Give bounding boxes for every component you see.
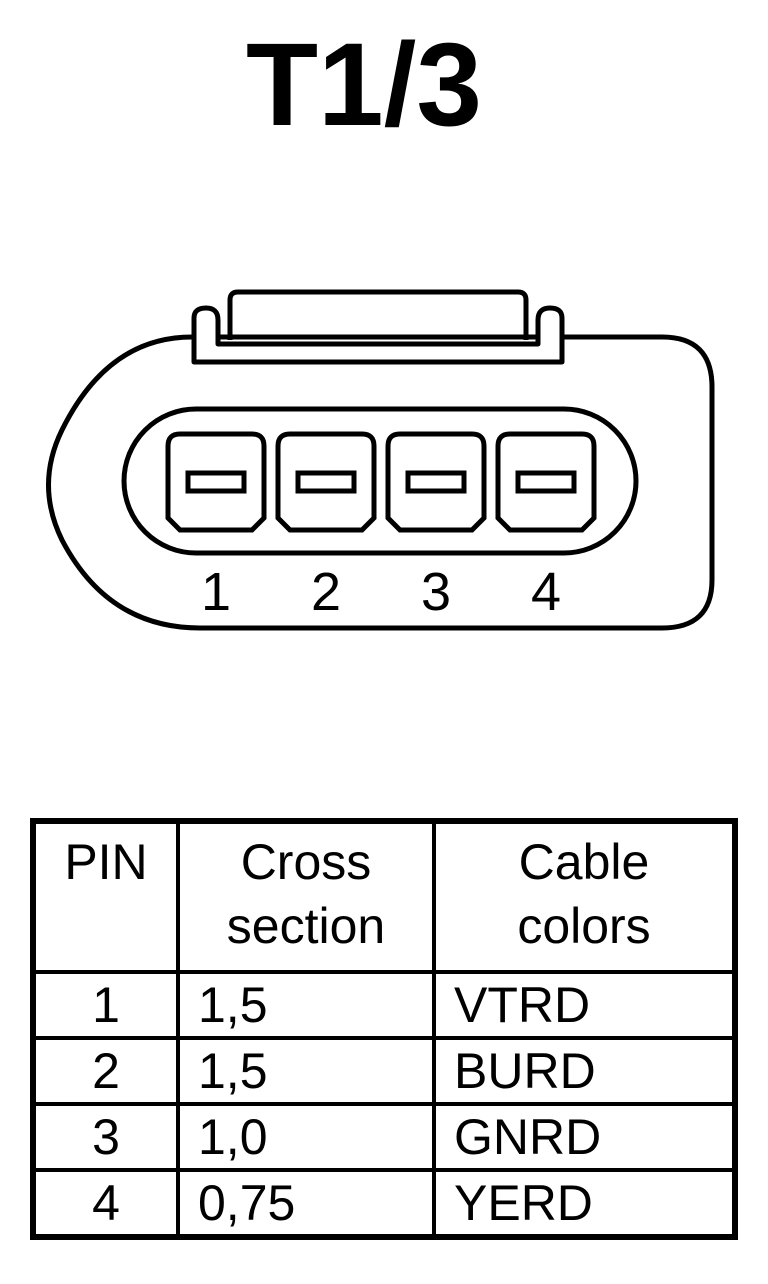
locking-tab	[227, 289, 529, 340]
pin-terminal-slot	[295, 470, 357, 494]
header-cable-colors-line-2: colors	[517, 898, 651, 954]
locking-tab-base	[191, 305, 565, 365]
cell-pin: 1	[31, 970, 180, 1040]
pin-number-label: 2	[311, 562, 341, 622]
header-cable-colors: Cable colors	[432, 819, 737, 974]
header-pin: PIN	[31, 819, 180, 974]
table-row: 3 1,0 GNRD	[31, 1102, 737, 1172]
table-row: 2 1,5 BURD	[31, 1036, 737, 1106]
connector-housing-outline	[46, 334, 715, 631]
pin-cavity-surround	[121, 406, 639, 556]
pin-cavity	[385, 431, 487, 533]
pin-number-label: 4	[531, 562, 561, 622]
pin-cavity	[495, 431, 597, 533]
cell-cable-color: YERD	[432, 1168, 737, 1239]
connector-diagram: 1 2 3 4	[46, 289, 715, 631]
cell-cross-section: 1,5	[176, 1036, 436, 1106]
cell-cross-section: 0,75	[176, 1168, 436, 1239]
pin-assignment-table: PIN Cross section Cable colors 1 1,5 VTR…	[30, 818, 738, 1240]
pin-terminal-slot	[405, 470, 467, 494]
pin-terminal-slot	[515, 470, 577, 494]
cell-pin: 2	[31, 1036, 180, 1106]
pin-cavity	[165, 431, 267, 533]
cell-cable-color: BURD	[432, 1036, 737, 1106]
connector-title: T1/3	[245, 19, 483, 151]
pin-number-label: 1	[201, 562, 231, 622]
pin-number-label: 3	[421, 562, 451, 622]
header-cable-colors-line-1: Cable	[518, 834, 650, 890]
pin-terminal-slot	[185, 470, 247, 494]
cell-cross-section: 1,5	[176, 970, 436, 1040]
cell-cable-color: GNRD	[432, 1102, 737, 1172]
table-row: 1 1,5 VTRD	[31, 970, 737, 1040]
header-cross-section-line-1: Cross	[240, 834, 372, 890]
header-cross-section: Cross section	[176, 819, 436, 974]
cell-cross-section: 1,0	[176, 1102, 436, 1172]
cell-cable-color: VTRD	[432, 970, 737, 1040]
table-row: 4 0,75 YERD	[31, 1168, 737, 1239]
header-cross-section-line-2: section	[226, 898, 386, 954]
table-header-row: PIN Cross section Cable colors	[31, 819, 737, 974]
cell-pin: 3	[31, 1102, 180, 1172]
cell-pin: 4	[31, 1168, 180, 1239]
pin-cavity	[275, 431, 377, 533]
